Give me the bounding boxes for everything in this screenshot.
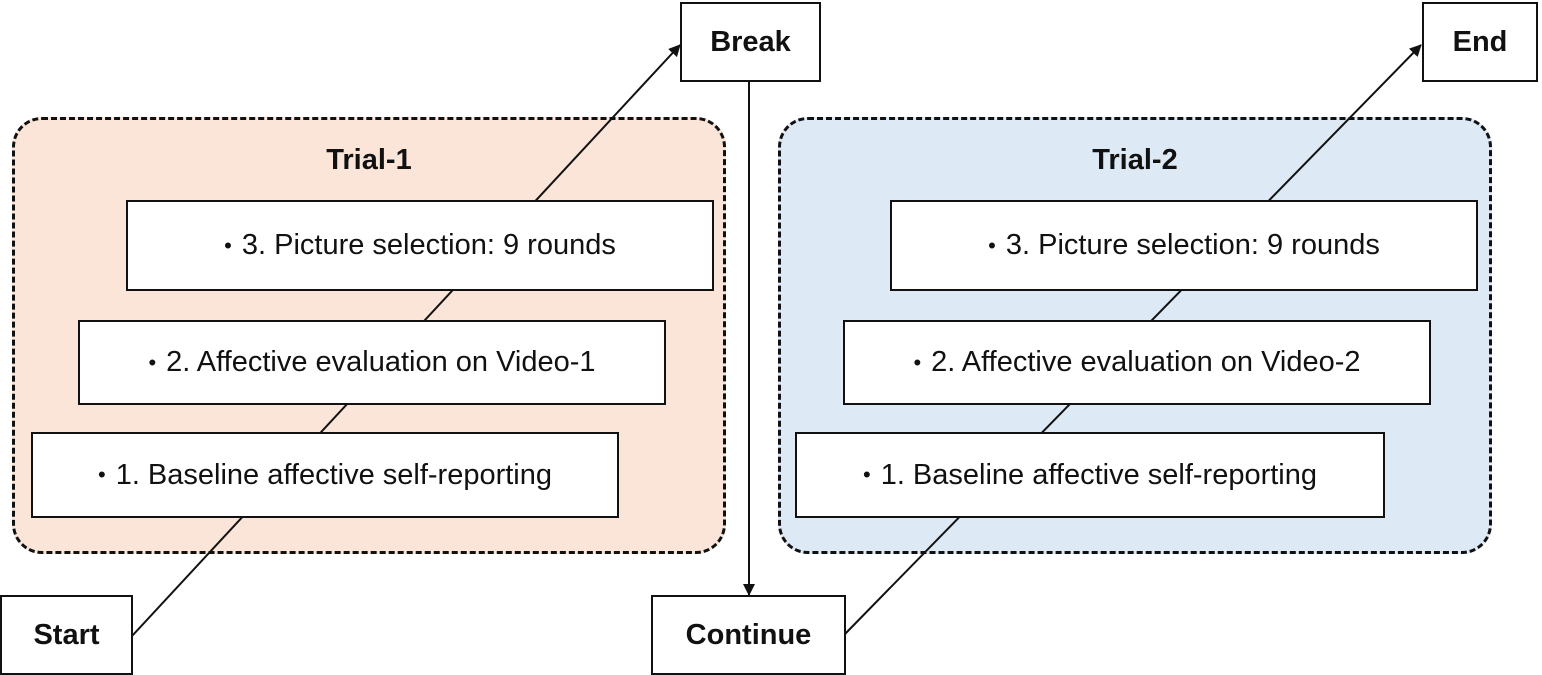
trial-1-title: Trial-1 — [326, 144, 412, 176]
trial-1-step-2: • 2. Affective evaluation on Video-1 — [78, 320, 666, 405]
bullet-icon: • — [862, 462, 871, 487]
trial-1-step-2-label: 2. Affective evaluation on Video-1 — [166, 346, 596, 378]
break-node: Break — [680, 2, 821, 82]
continue-node: Continue — [651, 595, 846, 675]
trial-2-step-1-label: 1. Baseline affective self-reporting — [880, 458, 1318, 491]
trial-2-step-3-label: 3. Picture selection: 9 rounds — [1005, 229, 1380, 261]
trial-2-step-3: • 3. Picture selection: 9 rounds — [890, 200, 1478, 291]
bullet-icon: • — [913, 349, 922, 375]
start-node: Start — [0, 595, 133, 675]
trial-2-step-2: • 2. Affective evaluation on Video-2 — [843, 320, 1431, 405]
trial-1-step-3: • 3. Picture selection: 9 rounds — [126, 200, 714, 291]
bullet-icon: • — [148, 349, 157, 375]
trial-1-step-3-label: 3. Picture selection: 9 rounds — [241, 229, 616, 261]
bullet-icon: • — [224, 232, 232, 258]
trial-1-step-1-label: 1. Baseline affective self-reporting — [115, 458, 553, 491]
trial-2-step-1: • 1. Baseline affective self-reporting — [795, 432, 1385, 518]
end-node: End — [1422, 2, 1538, 82]
bullet-icon: • — [97, 462, 106, 487]
bullet-icon: • — [988, 232, 996, 258]
trial-1-step-1: • 1. Baseline affective self-reporting — [31, 432, 619, 518]
trial-2-step-2-label: 2. Affective evaluation on Video-2 — [931, 346, 1361, 378]
trial-2-title: Trial-2 — [1092, 144, 1178, 176]
